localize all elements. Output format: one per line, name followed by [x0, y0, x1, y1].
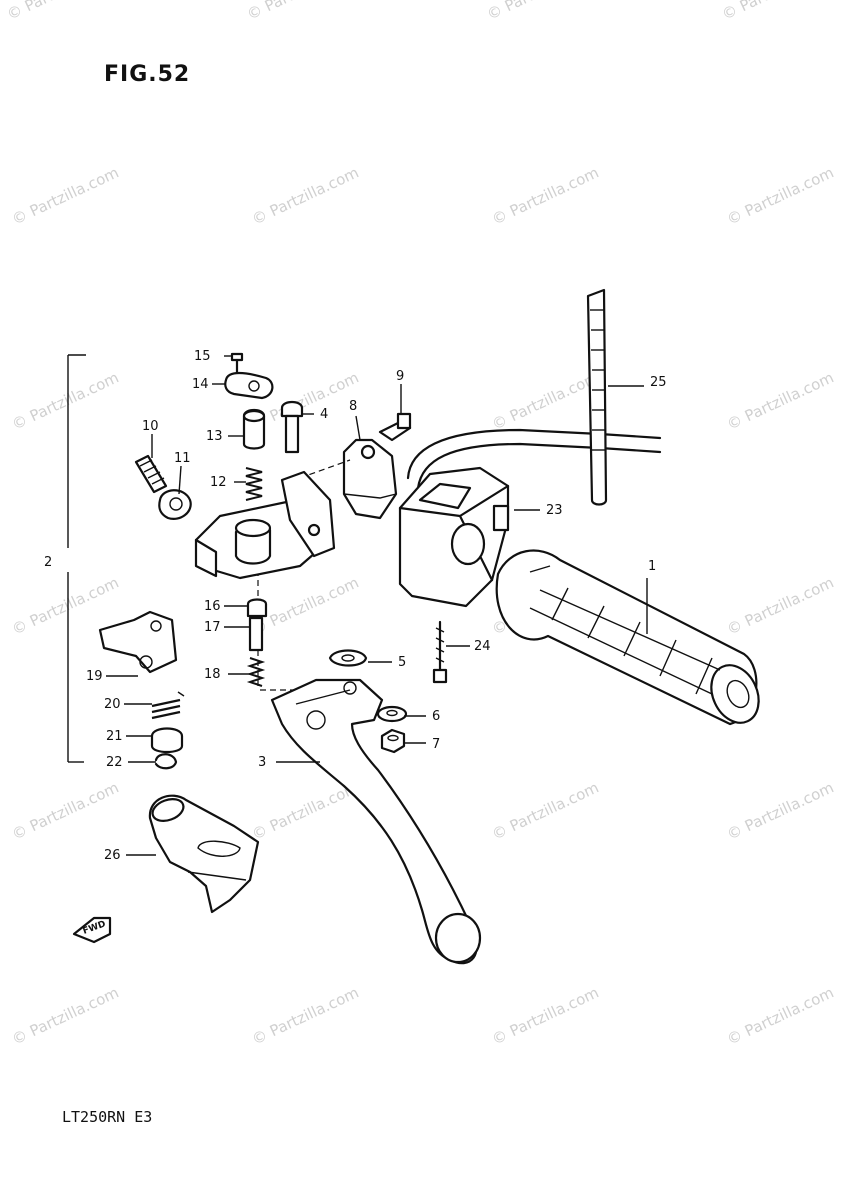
clamp-part-8	[342, 438, 398, 520]
callout-labels: 1 2 3 4 5 6 7 8 9 10 11 12 13 14 15 16 1…	[44, 349, 667, 863]
callout-12: 12	[210, 475, 227, 490]
boot-part-26	[148, 794, 260, 914]
callout-leaders	[106, 355, 648, 856]
clip-part-22	[154, 753, 178, 770]
cap-part-16	[246, 598, 268, 618]
pin-part-17	[248, 616, 264, 652]
watermark: © Partzilla.com	[724, 573, 837, 638]
switch-housing-part-23	[398, 466, 510, 608]
watermark: © Partzilla.com	[489, 368, 602, 433]
callout-6: 6	[432, 709, 440, 724]
watermark: © Partzilla.com	[724, 368, 837, 433]
adjuster-part-10	[134, 454, 168, 494]
callout-23: 23	[546, 503, 563, 518]
callout-18: 18	[204, 667, 221, 682]
watermark: © Partzilla.com	[9, 983, 122, 1048]
brake-lever-part-3	[270, 678, 482, 965]
watermark: © Partzilla.com	[9, 163, 122, 228]
watermark: © Partzilla.com	[719, 0, 832, 24]
lever-perch-assembly	[194, 470, 336, 580]
cable-tie-part-25	[586, 288, 608, 506]
callout-2: 2	[44, 555, 52, 570]
spring-part-18	[246, 657, 266, 687]
watermark: © Partzilla.com	[9, 368, 122, 433]
watermark: © Partzilla.com	[244, 0, 357, 24]
callout-11: 11	[174, 451, 191, 466]
nut-part-7	[380, 728, 406, 754]
watermark: © Partzilla.com	[4, 0, 117, 24]
callout-14: 14	[192, 377, 209, 392]
bolt-part-9	[378, 412, 412, 442]
plate-part-14	[224, 371, 274, 400]
plunger-part-13	[242, 408, 266, 450]
callout-7: 7	[432, 737, 440, 752]
watermark: © Partzilla.com	[489, 778, 602, 843]
figure-title: FIG.52	[104, 62, 191, 87]
callout-19: 19	[86, 669, 103, 684]
watermark: © Partzilla.com	[489, 163, 602, 228]
switch-cable	[406, 428, 662, 490]
callout-16: 16	[204, 599, 221, 614]
callout-20: 20	[104, 697, 121, 712]
callout-26: 26	[104, 848, 121, 863]
callout-21: 21	[106, 729, 123, 744]
callout-1: 1	[648, 559, 656, 574]
front-direction-arrow: FWD	[72, 916, 112, 944]
screw-part-24	[432, 620, 448, 684]
watermark: © Partzilla.com	[489, 983, 602, 1048]
callout-8: 8	[349, 399, 357, 414]
handlebar-grip-part-1	[495, 549, 760, 726]
cam-part-19	[98, 610, 178, 674]
watermark: © Partzilla.com	[724, 778, 837, 843]
callout-25: 25	[650, 375, 667, 390]
spring-part-20	[151, 691, 185, 720]
watermark: © Partzilla.com	[724, 983, 837, 1048]
callout-15: 15	[194, 349, 211, 364]
watermark: © Partzilla.com	[249, 983, 362, 1048]
watermark: © Partzilla.com	[484, 0, 597, 24]
screw-part-15	[230, 352, 244, 374]
assembly-bracket-2	[67, 354, 86, 763]
callout-3: 3	[258, 755, 266, 770]
callout-17: 17	[204, 620, 221, 635]
nut-part-11	[158, 489, 192, 520]
callout-10: 10	[142, 419, 159, 434]
callout-9: 9	[396, 369, 404, 384]
callout-22: 22	[106, 755, 123, 770]
callout-4: 4	[320, 407, 328, 422]
callout-13: 13	[206, 429, 223, 444]
model-code: LT250RN E3	[62, 1108, 153, 1126]
callout-5: 5	[398, 655, 406, 670]
spring-part-12	[245, 467, 263, 501]
watermark: © Partzilla.com	[724, 163, 837, 228]
watermark: © Partzilla.com	[249, 778, 362, 843]
washer-part-5	[328, 649, 368, 667]
watermark: © Partzilla.com	[9, 778, 122, 843]
bolt-part-4	[280, 400, 304, 454]
washer-part-6	[376, 705, 408, 723]
watermark: © Partzilla.com	[249, 163, 362, 228]
callout-24: 24	[474, 639, 491, 654]
collar-part-21	[150, 727, 184, 754]
